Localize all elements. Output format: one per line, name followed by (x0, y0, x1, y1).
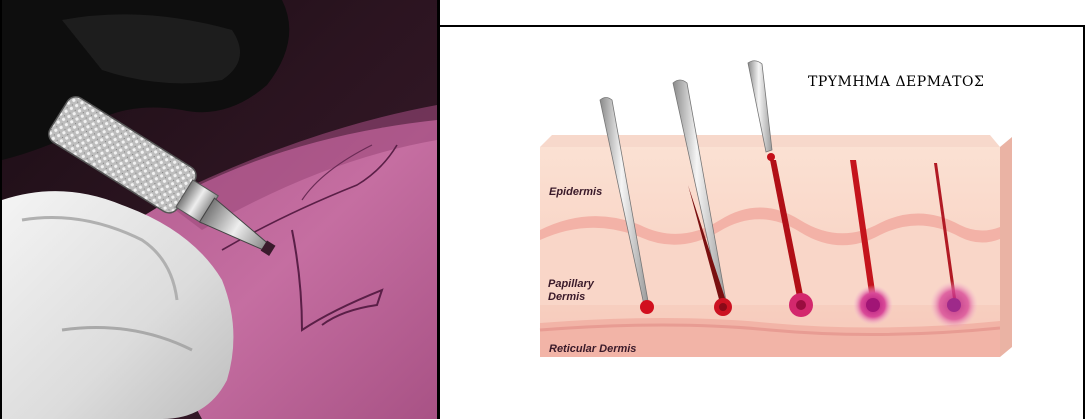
label-epidermis: Epidermis (549, 186, 602, 199)
label-papillary-dermis: Papillary Dermis (548, 278, 608, 304)
skin-cross-section-diagram (520, 55, 1040, 375)
table-divider (437, 0, 440, 419)
table-border-top (440, 25, 1085, 27)
label-reticular-dermis: Reticular Dermis (549, 343, 636, 356)
diagram-title: ΤΡΥΜΗΜΑ ΔΕΡΜΑΤΟΣ (808, 74, 984, 90)
table-border-right (1083, 25, 1085, 419)
tattoo-photo (2, 0, 437, 419)
